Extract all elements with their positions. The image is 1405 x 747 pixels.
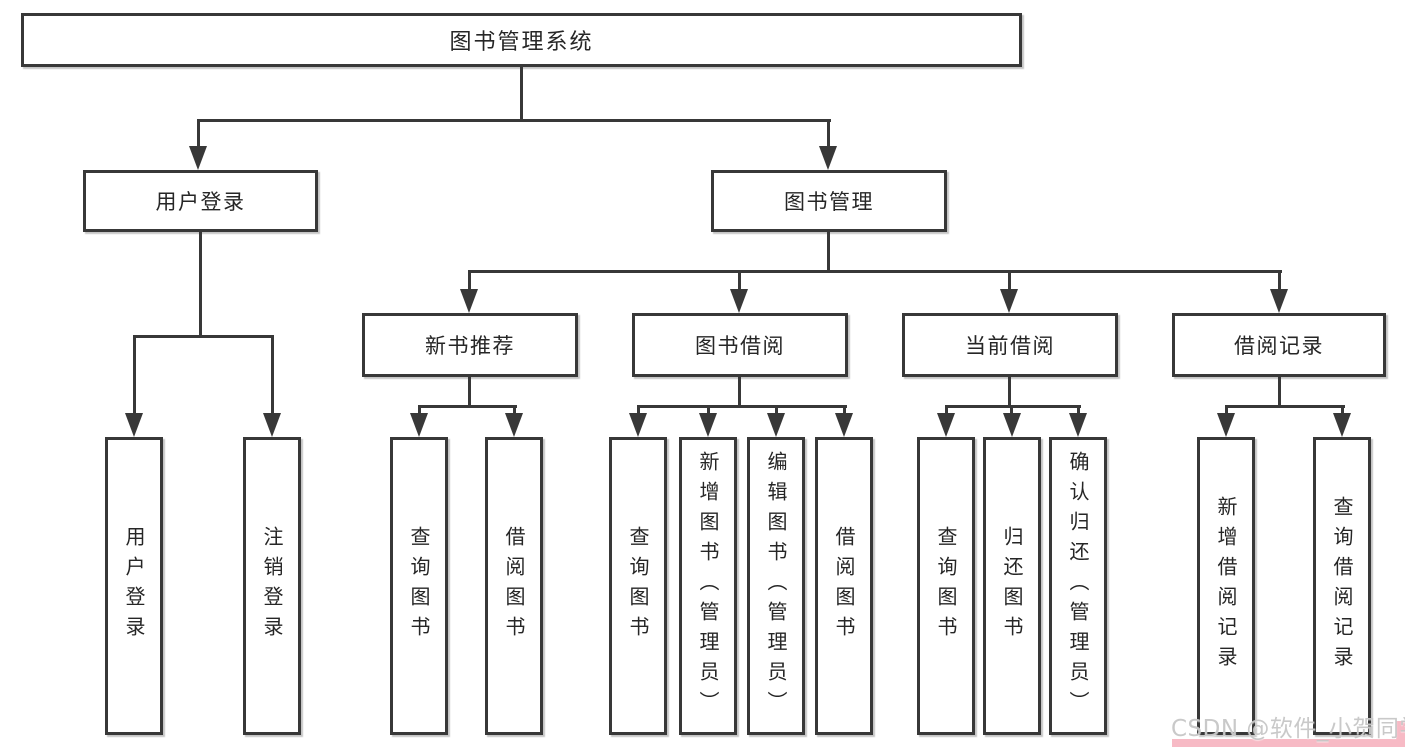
connector-line xyxy=(1278,270,1281,291)
arrow-down-icon xyxy=(189,146,207,170)
arrow-down-icon xyxy=(1270,289,1288,313)
leaf-add-books-admin: 新增图书（管理员） xyxy=(679,437,737,735)
connector-line xyxy=(945,405,1081,408)
node-label: 查询借阅记录 xyxy=(1330,496,1354,676)
node-label: 新书推荐 xyxy=(425,334,515,358)
arrow-down-icon xyxy=(629,413,647,437)
connector-line xyxy=(197,119,200,149)
node-label: 查询图书 xyxy=(934,526,958,646)
arrow-down-icon xyxy=(263,413,281,437)
leaf-return-books: 归还图书 xyxy=(983,437,1041,735)
node-book-borrowing: 图书借阅 xyxy=(632,313,848,377)
node-label: 查询图书 xyxy=(626,526,650,646)
connector-line xyxy=(738,270,741,291)
connector-line xyxy=(843,405,846,417)
connector-line xyxy=(271,335,274,415)
connector-line xyxy=(827,232,830,273)
connector-line xyxy=(418,405,421,417)
arrow-down-icon xyxy=(699,413,717,437)
node-label: 图书借阅 xyxy=(695,334,785,358)
arrow-down-icon xyxy=(505,413,523,437)
connector-line xyxy=(133,335,136,415)
arrow-down-icon xyxy=(1333,413,1351,437)
arrow-down-icon xyxy=(937,413,955,437)
node-label: 用户登录 xyxy=(122,526,146,646)
node-user-login-branch: 用户登录 xyxy=(83,170,318,232)
connector-line xyxy=(775,405,778,417)
arrow-down-icon xyxy=(730,289,748,313)
arrow-down-icon xyxy=(460,289,478,313)
leaf-query-books-3: 查询图书 xyxy=(917,437,975,735)
connector-line xyxy=(945,405,948,417)
connector-line xyxy=(468,270,1282,273)
connector-line xyxy=(468,377,471,408)
node-label: 确认归还（管理员） xyxy=(1066,451,1090,721)
leaf-query-books-1: 查询图书 xyxy=(390,437,448,735)
csdn-watermark: CSDN @软件_小贺同学 xyxy=(1171,716,1405,742)
leaf-user-login: 用户登录 xyxy=(105,437,163,735)
node-label: 新增图书（管理员） xyxy=(696,451,720,721)
leaf-query-books-2: 查询图书 xyxy=(609,437,667,735)
connector-line xyxy=(199,232,202,337)
node-system-root: 图书管理系统 xyxy=(21,13,1022,67)
connector-line xyxy=(197,119,831,122)
node-label: 新增借阅记录 xyxy=(1214,496,1238,676)
arrow-down-icon xyxy=(767,413,785,437)
connector-line xyxy=(637,405,640,417)
arrow-down-icon xyxy=(125,413,143,437)
node-new-book-recommend: 新书推荐 xyxy=(362,313,578,377)
arrow-down-icon xyxy=(819,146,837,170)
connector-line xyxy=(1010,405,1013,417)
connector-line xyxy=(637,405,847,408)
connector-line xyxy=(1225,405,1345,408)
watermark-pink-strip xyxy=(1172,739,1405,747)
arrow-down-icon xyxy=(1000,289,1018,313)
node-current-borrowing: 当前借阅 xyxy=(902,313,1118,377)
node-label: 借阅图书 xyxy=(502,526,526,646)
leaf-query-borrow-record: 查询借阅记录 xyxy=(1313,437,1371,735)
connector-line xyxy=(1077,405,1080,417)
node-label: 借阅图书 xyxy=(832,526,856,646)
arrow-down-icon xyxy=(1217,413,1235,437)
node-label: 图书管理 xyxy=(784,190,874,214)
connector-line xyxy=(1278,377,1281,408)
connector-line xyxy=(1008,377,1011,408)
node-label: 借阅记录 xyxy=(1234,334,1324,358)
leaf-confirm-return-admin: 确认归还（管理员） xyxy=(1049,437,1107,735)
connector-line xyxy=(1008,270,1011,291)
node-borrowing-records: 借阅记录 xyxy=(1172,313,1386,377)
node-label: 注销登录 xyxy=(260,526,284,646)
connector-line xyxy=(520,67,523,121)
arrow-down-icon xyxy=(1069,413,1087,437)
connector-line xyxy=(513,405,516,417)
arrow-down-icon xyxy=(1003,413,1021,437)
node-label: 当前借阅 xyxy=(965,334,1055,358)
node-label: 归还图书 xyxy=(1000,526,1024,646)
leaf-borrow-books-2: 借阅图书 xyxy=(815,437,873,735)
watermark-pink-strip xyxy=(1396,721,1405,747)
connector-line xyxy=(1225,405,1228,417)
connector-line xyxy=(827,119,830,149)
node-book-management-branch: 图书管理 xyxy=(711,170,947,232)
connector-line xyxy=(707,405,710,417)
arrow-down-icon xyxy=(835,413,853,437)
connector-line xyxy=(133,335,274,338)
leaf-logout: 注销登录 xyxy=(243,437,301,735)
node-label: 图书管理系统 xyxy=(449,30,594,55)
node-label: 编辑图书（管理员） xyxy=(764,451,788,721)
node-label: 用户登录 xyxy=(155,190,246,214)
connector-line xyxy=(1341,405,1344,417)
leaf-borrow-books-1: 借阅图书 xyxy=(485,437,543,735)
arrow-down-icon xyxy=(410,413,428,437)
node-label: 查询图书 xyxy=(407,526,431,646)
connector-line xyxy=(418,405,517,408)
connector-line xyxy=(468,270,471,291)
leaf-edit-books-admin: 编辑图书（管理员） xyxy=(747,437,805,735)
connector-line xyxy=(738,377,741,408)
leaf-add-borrow-record: 新增借阅记录 xyxy=(1197,437,1255,735)
